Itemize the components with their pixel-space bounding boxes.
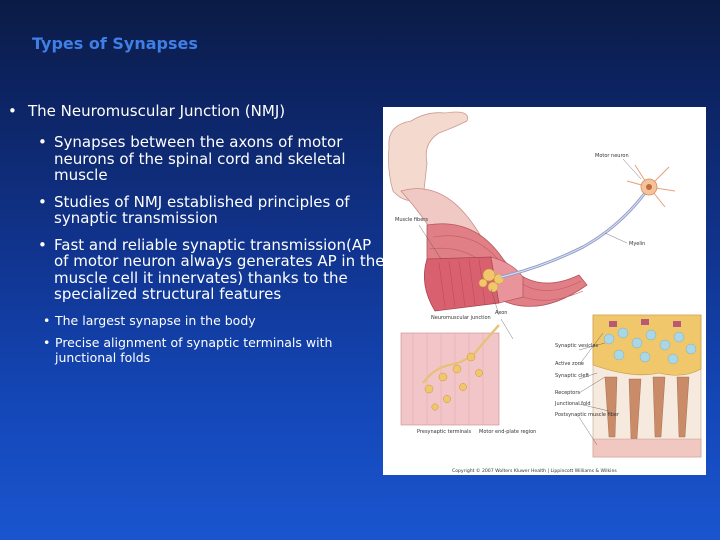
figure-copyright: Copyright © 2007 Wolters Kluwer Health |… [452, 467, 617, 474]
postsynaptic-fiber [592, 438, 702, 458]
label-axon: Axon [495, 310, 507, 316]
nmj-diagram: Motor neuron Muscle fibers Myelin Neurom… [388, 111, 702, 474]
bullet-marker: • [38, 133, 47, 151]
sub-bullet-studies: • Studies of NMJ established principles … [32, 192, 386, 227]
slide-title: Types of Synapses [32, 34, 198, 53]
sub-bullet-fast-reliable: • Fast and reliable synaptic transmissio… [32, 235, 386, 303]
nmj-illustration: Motor neuron Muscle fibers Myelin Neurom… [383, 107, 706, 475]
bullet-marker: • [8, 102, 17, 120]
presynaptic-terminals [424, 352, 483, 411]
bullet-text: The largest synapse in the body [55, 312, 256, 328]
axon-branch [422, 324, 500, 384]
synaptic-vesicles [603, 327, 697, 365]
label-presynaptic: Presynaptic terminals [417, 429, 471, 435]
label-muscle-fibers: Muscle fibers [395, 217, 428, 223]
bullet-text: Synapses between the axons of motor neur… [54, 133, 346, 184]
junctional-folds [604, 376, 690, 440]
bullet-text: Precise alignment of synaptic terminals … [55, 334, 333, 365]
label-receptors: Receptors [555, 390, 580, 396]
label-myelin: Myelin [629, 241, 645, 247]
muscle-fiber-end [490, 256, 524, 304]
sub-sub-bullet-alignment: • Precise alignment of synaptic terminal… [42, 335, 386, 365]
bullet-marker: • [43, 312, 51, 328]
detail-leader-lines [578, 332, 610, 446]
bullet-text: The Neuromuscular Junction (NMJ) [28, 102, 286, 120]
endplate-striations [412, 333, 484, 425]
bullet-marker: • [43, 334, 51, 350]
bullet-marker: • [38, 235, 47, 254]
sub-bullet-synapses: • Synapses between the axons of motor ne… [32, 134, 386, 184]
nerve-terminal [478, 268, 505, 293]
label-endplate: Motor end-plate region [479, 429, 536, 435]
muscle-fiber-block [423, 256, 500, 312]
label-junctional-fold: Junctional fold [554, 401, 591, 407]
bullet-text: Fast and reliable synaptic transmission(… [54, 235, 385, 303]
bullet-nmj: • The Neuromuscular Junction (NMJ) [8, 102, 386, 120]
bullet-text: Studies of NMJ established principles of… [54, 192, 350, 227]
active-zones [609, 319, 681, 327]
myelin-sheath [500, 192, 646, 278]
endplate-zoom [400, 332, 500, 426]
label-active-zone: Active zone [555, 361, 584, 367]
axon-path [500, 192, 647, 279]
arm-shape [388, 111, 468, 202]
label-synaptic-vesicles: Synaptic vesicles [555, 343, 598, 349]
bullet-list: • The Neuromuscular Junction (NMJ) • Syn… [8, 102, 386, 372]
leader-lines [418, 158, 642, 340]
label-nmj: Neuromuscular junction [431, 315, 491, 321]
bullet-marker: • [38, 192, 47, 211]
motor-neuron [626, 164, 676, 208]
label-postsynaptic: Postsynaptic muscle fiber [555, 412, 620, 418]
label-motor-neuron: Motor neuron [595, 153, 629, 159]
sub-sub-bullet-largest: • The largest synapse in the body [42, 313, 386, 328]
label-synaptic-cleft: Synaptic cleft [555, 373, 589, 379]
